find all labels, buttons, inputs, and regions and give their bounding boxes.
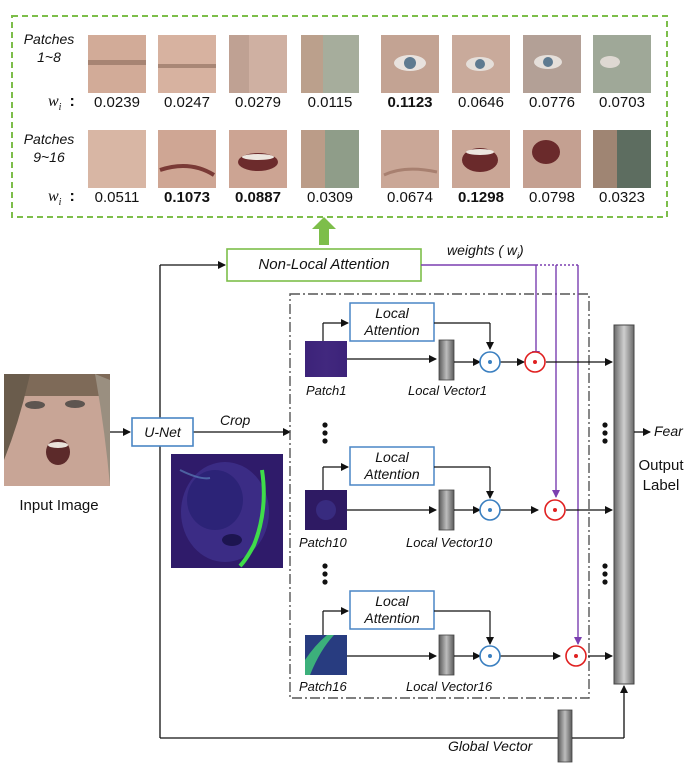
row2-wi-label: wi :	[48, 188, 75, 209]
output-label: Output Label	[638, 457, 684, 494]
row1-weight-4: 0.0115	[307, 94, 353, 111]
row1-weight-6: 0.0646	[458, 94, 504, 111]
row1-weight-3: 0.0279	[235, 94, 281, 111]
local-vector-bar-1	[438, 339, 455, 381]
local-attention-label-1: Local Attention	[364, 305, 420, 338]
row1-weight-1: 0.0239	[94, 94, 140, 111]
unet-label: U-Net	[144, 424, 181, 440]
crop-label: Crop	[220, 412, 251, 428]
row2-header: Patches 9~16	[23, 131, 75, 165]
non-local-attention-label: Non-Local Attention	[258, 256, 390, 273]
local-vector-label-10: Local Vector10	[406, 535, 493, 550]
weights-label: weights ( wi)	[447, 242, 524, 261]
local-attention-box-3	[349, 590, 435, 630]
row2-weight-6: 0.1298	[458, 189, 504, 206]
green-up-arrow-head	[312, 217, 336, 229]
patches-panel-border	[11, 15, 668, 218]
input-image-label: Input Image	[19, 497, 99, 514]
row2-weight-5: 0.0674	[387, 189, 433, 206]
local-region-border	[289, 293, 590, 699]
fear-label: Fear	[654, 423, 683, 439]
row1-weight-8: 0.0703	[599, 94, 645, 111]
local-vector-label-1: Local Vector1	[408, 383, 488, 398]
patch-tiles-row1	[88, 35, 651, 93]
row2-weight-4: 0.0309	[307, 189, 353, 206]
global-vector-label: Global Vector	[448, 738, 533, 754]
row2-weight-3: 0.0887	[235, 189, 281, 206]
local-attention-label-3: Local Attention	[364, 593, 420, 626]
row1-weight-7: 0.0776	[529, 94, 575, 111]
patch-label-10: Patch10	[299, 535, 347, 550]
row2-weight-2: 0.1073	[164, 189, 210, 206]
row1-header: Patches 1~8	[23, 31, 75, 65]
non-local-attention-box	[226, 248, 422, 282]
unet-box	[131, 417, 194, 447]
output-bar	[613, 324, 635, 685]
green-up-arrow-stem	[319, 227, 329, 245]
input-face-image	[4, 374, 110, 486]
global-vector-bar	[557, 709, 573, 763]
heatmap-image	[171, 454, 283, 568]
local-vector-label-16: Local Vector16	[406, 679, 493, 694]
local-attention-label-2: Local Attention	[364, 449, 420, 482]
row1-weight-2: 0.0247	[164, 94, 210, 111]
row2-weight-7: 0.0798	[529, 189, 575, 206]
patch-tiles-row2	[88, 130, 651, 188]
local-vector-bar-10	[438, 489, 455, 531]
patch-label-16: Patch16	[299, 679, 347, 694]
row1-weight-5: 0.1123	[387, 94, 433, 111]
local-attention-box-2	[349, 446, 435, 486]
local-attention-box-1	[349, 302, 435, 342]
patch-label-1: Patch1	[306, 383, 347, 398]
row1-wi-label: wi :	[48, 93, 75, 114]
ellipsis-icon	[322, 422, 608, 585]
row2-weight-8: 0.0323	[599, 189, 645, 206]
local-vector-bar-16	[438, 634, 455, 676]
row2-weight-1: 0.0511	[94, 189, 140, 206]
